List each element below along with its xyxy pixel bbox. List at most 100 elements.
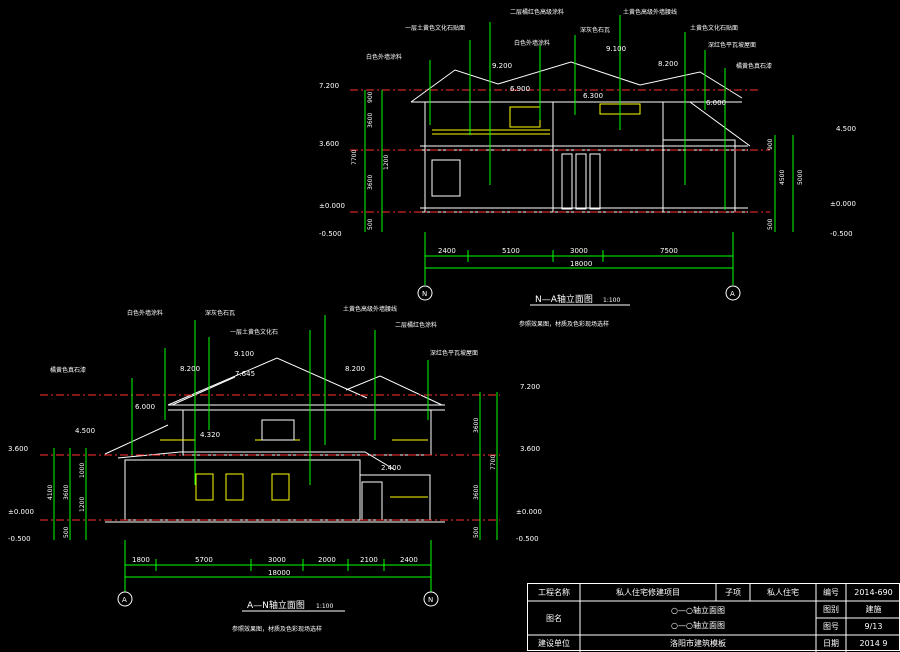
top-callout: 橘黄色真石漆 xyxy=(736,62,772,70)
upper-wall xyxy=(182,409,432,456)
elev-label: 6.300 xyxy=(583,92,603,100)
level-right: ±0.000 xyxy=(830,200,856,208)
elev-label: 7.645 xyxy=(235,370,255,378)
level-right: 4.500 xyxy=(836,125,856,133)
elev-label: 4.320 xyxy=(200,431,220,439)
bottom-callout: 一层土黄色文化石 xyxy=(230,328,278,336)
level-right: -0.500 xyxy=(830,230,853,238)
elev-label: 6.000 xyxy=(135,403,155,411)
elev-label: 8.200 xyxy=(345,365,365,373)
elev-label: 6.900 xyxy=(510,85,530,93)
level-left: -0.500 xyxy=(8,535,31,543)
door-panel xyxy=(575,153,587,210)
title-block-grid xyxy=(528,584,900,652)
drawing-scale: 1:100 xyxy=(316,603,333,610)
level-left: -0.500 xyxy=(319,230,342,238)
axis-label-left: A xyxy=(122,596,127,604)
level-left: 7.200 xyxy=(319,82,339,90)
axis-bubble-right xyxy=(423,591,439,607)
vert-dim: 3600 xyxy=(367,175,374,190)
tb-client-value: 洛阳市建筑模板 xyxy=(670,639,726,648)
level-left: 3.600 xyxy=(319,140,339,148)
top-callout: 土黄色高级外墙腰线 xyxy=(623,8,677,16)
vert-dim: 1200 xyxy=(383,155,390,170)
window xyxy=(509,106,541,128)
elev-label: 9.100 xyxy=(234,350,254,358)
axis-label-right: N xyxy=(428,596,433,604)
axis-bubble-right xyxy=(725,285,741,301)
tb-project-label: 工程名称 xyxy=(538,588,570,597)
tb-category-value: 建施 xyxy=(865,605,882,614)
wall-mid xyxy=(552,101,664,213)
door xyxy=(361,481,383,521)
top-callout: 土黄色文化石贴面 xyxy=(690,24,738,32)
wall-right xyxy=(662,139,736,213)
vert-dim: 3600 xyxy=(367,113,374,128)
tb-sub-label: 子项 xyxy=(725,588,741,597)
elev-label: 6.000 xyxy=(706,99,726,107)
vert-dim: 7700 xyxy=(490,455,497,470)
elev-label: 2.400 xyxy=(381,464,401,472)
level-left: ±0.000 xyxy=(8,508,34,516)
drawing-note: 参照效果图，材质及色彩现场选样 xyxy=(519,320,609,328)
bottom-callout: 橘黄色真石漆 xyxy=(50,366,86,374)
vert-dim: 3600 xyxy=(63,485,70,500)
top-callout: 白色外墙涂料 xyxy=(366,53,402,61)
vert-dim: 5000 xyxy=(797,170,804,185)
tb-sheet-value: 9/13 xyxy=(864,622,883,631)
vert-dim: 3600 xyxy=(473,485,480,500)
title-block: 工程名称 私人住宅修建项目 子项 私人住宅 编号 2014-690 图名 ○—○… xyxy=(527,583,900,652)
dim-total: 18000 xyxy=(268,569,290,577)
top-elevation-drawing: 一层土黄色文化石贴面 二层橘红色高级涂料 白色外墙涂料 土黄色高级外墙腰线 深灰… xyxy=(319,8,856,328)
bottom-callout: 土黄色高级外墙腰线 xyxy=(343,305,397,313)
dim-text: 5100 xyxy=(502,247,520,255)
vert-dim: 1200 xyxy=(79,497,86,512)
bottom-elevation-drawing: 白色外墙涂料 深灰色石瓦 一层土黄色文化石 土黄色高级外墙腰线 二层橘红色涂料 … xyxy=(8,305,542,633)
window xyxy=(195,473,214,501)
top-callout: 白色外墙涂料 xyxy=(514,39,550,47)
vert-dim: 500 xyxy=(767,218,774,230)
tb-sub-value: 私人住宅 xyxy=(767,588,799,597)
drawing-title: N—A轴立面图 xyxy=(535,293,593,305)
drawing-note: 参照效果图，材质及色彩现场选样 xyxy=(232,625,322,633)
main-roof xyxy=(167,357,368,406)
level-right: 3.600 xyxy=(520,445,540,453)
bottom-callout: 深红色平瓦坡屋面 xyxy=(430,349,478,357)
dim-text: 5700 xyxy=(195,556,213,564)
vert-dim: 500 xyxy=(367,218,374,230)
dim-text: 1800 xyxy=(132,556,150,564)
window-upper xyxy=(261,419,295,441)
axis-label-right: A xyxy=(730,290,735,298)
vert-dim: 4500 xyxy=(779,170,786,185)
window xyxy=(271,473,290,501)
level-right: 7.200 xyxy=(520,383,540,391)
bottom-callout: 白色外墙涂料 xyxy=(127,309,163,317)
vert-dim: 7700 xyxy=(351,150,358,165)
top-callout: 二层橘红色高级涂料 xyxy=(510,8,564,16)
level-left: ±0.000 xyxy=(319,202,345,210)
window xyxy=(431,159,461,197)
tb-sheet-label: 图号 xyxy=(823,622,839,631)
roof-hip xyxy=(171,376,236,406)
vert-dim: 500 xyxy=(63,526,70,538)
dim-text: 7500 xyxy=(660,247,678,255)
dim-total: 18000 xyxy=(570,260,592,268)
roof-outline xyxy=(410,61,743,103)
dim-text: 2400 xyxy=(438,247,456,255)
tb-project-value: 私人住宅修建项目 xyxy=(616,588,680,597)
door-panel xyxy=(561,153,573,210)
elev-label: 8.200 xyxy=(658,60,678,68)
top-callout: 一层土黄色文化石贴面 xyxy=(405,24,465,32)
tb-date-label: 日期 xyxy=(823,639,839,648)
door-panel xyxy=(589,153,601,210)
side-roof xyxy=(345,375,443,406)
vert-dim: 900 xyxy=(367,91,374,103)
bottom-callout: 二层橘红色涂料 xyxy=(395,321,437,329)
elev-label: 9.100 xyxy=(606,45,626,53)
elev-label: 9.200 xyxy=(492,62,512,70)
level-left: 3.600 xyxy=(8,445,28,453)
tb-no-value: 2014-690 xyxy=(854,588,893,597)
tb-name-label: 图名 xyxy=(546,613,562,623)
dim-text: 3000 xyxy=(268,556,286,564)
